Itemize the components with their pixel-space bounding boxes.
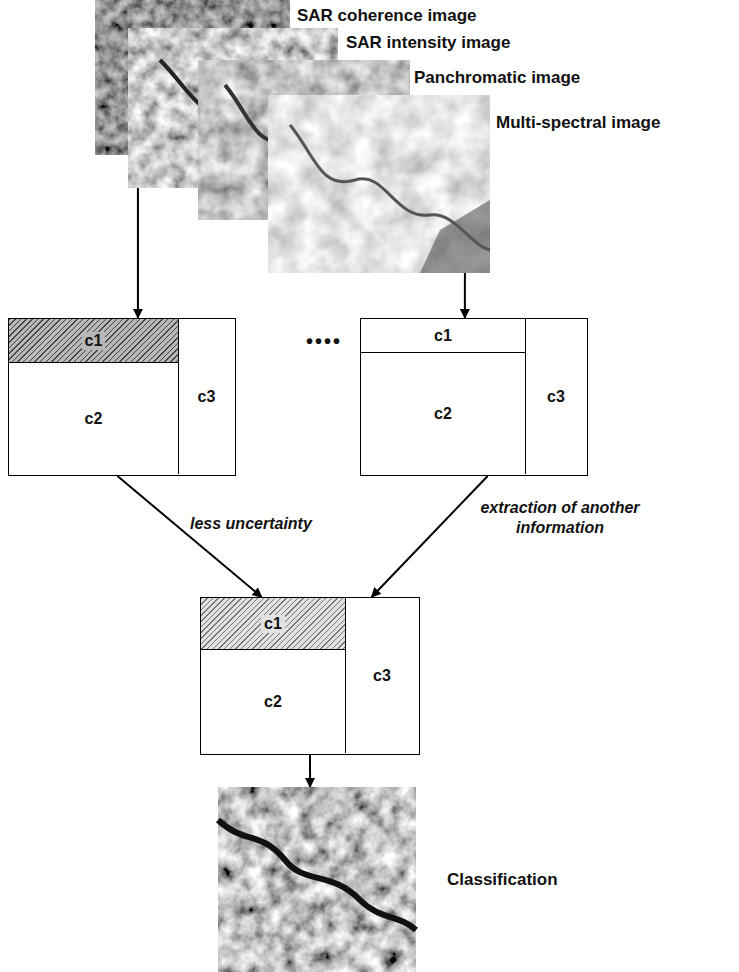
class-box: c1 c2 c3 — [200, 597, 420, 755]
river — [218, 820, 416, 930]
class-box: c1 c2 c3 — [360, 318, 588, 476]
image-label: Multi-spectral image — [494, 113, 662, 133]
class-cell: c3 — [526, 319, 586, 474]
dark-region — [420, 200, 490, 273]
class-cell: c1 — [201, 598, 346, 650]
class-cell: c3 — [179, 319, 234, 474]
image-panel: Classification — [218, 787, 416, 972]
class-label: c2 — [431, 405, 455, 423]
flow-arrow — [464, 273, 466, 318]
class-label: c1 — [82, 332, 106, 350]
class-cell: c2 — [361, 353, 526, 474]
image-panel: Panchromatic image — [198, 60, 410, 220]
classification-image — [218, 787, 416, 972]
edge-label: less uncertainty — [190, 514, 312, 534]
flow-arrow — [309, 755, 311, 787]
image-panel: SAR coherence image — [95, 0, 290, 155]
class-label: c3 — [370, 667, 394, 685]
class-label: c2 — [82, 410, 106, 428]
edge-label: extraction of another information — [476, 498, 644, 538]
image-label: Panchromatic image — [412, 68, 582, 88]
class-label: c3 — [195, 388, 219, 406]
image-panel: SAR intensity image — [128, 28, 338, 188]
class-label: c2 — [261, 693, 285, 711]
class-box: c1 c2 c3 — [8, 318, 236, 476]
class-cell: c2 — [9, 363, 179, 474]
ellipsis-dots: •••• — [306, 330, 342, 353]
class-cell: c1 — [9, 319, 179, 363]
image-panel: Multi-spectral image — [268, 95, 490, 273]
multispectral-image — [268, 95, 490, 273]
class-label: c1 — [431, 327, 455, 345]
class-cell: c3 — [346, 598, 418, 753]
class-cell: c1 — [361, 319, 526, 353]
flow-arrow — [372, 476, 488, 597]
flow-arrow — [117, 476, 261, 597]
class-label: c3 — [544, 388, 568, 406]
class-label: c1 — [261, 615, 285, 633]
image-label: SAR coherence image — [295, 6, 479, 26]
image-label: SAR intensity image — [344, 33, 512, 53]
class-cell: c2 — [201, 650, 346, 753]
image-label: Classification — [445, 870, 560, 890]
